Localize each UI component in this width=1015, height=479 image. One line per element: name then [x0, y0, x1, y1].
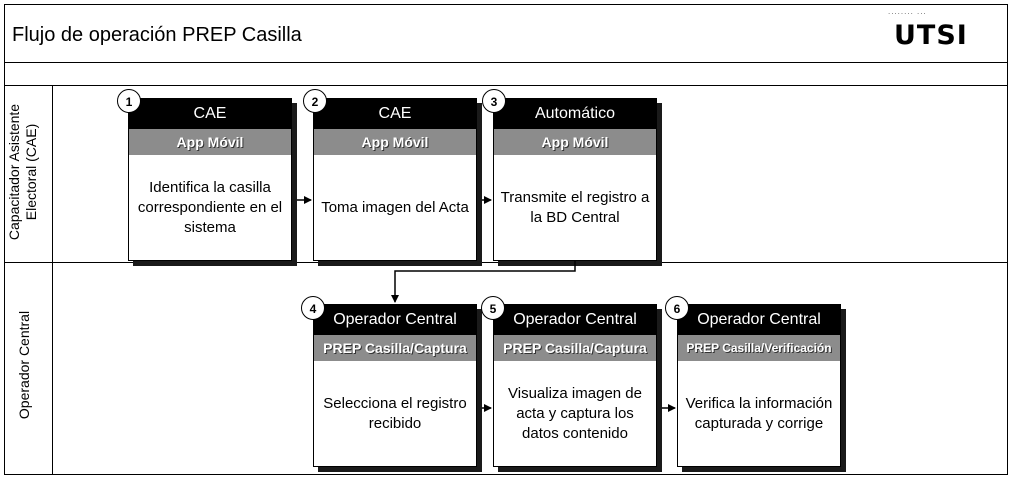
arrow-3-to-4 [391, 261, 576, 303]
step-actor: CAE [314, 99, 476, 129]
step-action: Identifica la casilla correspondiente en… [137, 178, 283, 236]
swimlane-divider [52, 262, 1008, 263]
header-divider [4, 85, 1008, 86]
step-number-badge: 6 [665, 296, 689, 320]
step-actor: Automático [494, 99, 656, 129]
step-number-badge: 3 [482, 89, 506, 113]
step-box-1: CAE App Móvil Identifica la casilla corr… [128, 98, 292, 261]
step-box-2: CAE App Móvil Toma imagen del Acta [313, 98, 477, 261]
step-box-6: Operador Central PREP Casilla/Verificaci… [677, 304, 841, 467]
step-actor: Operador Central [678, 305, 840, 335]
header-band [4, 4, 1008, 63]
step-action: Visualiza imagen de acta y captura los d… [508, 384, 642, 442]
step-number-badge: 4 [301, 296, 325, 320]
step-action: Selecciona el registro recibido [323, 394, 467, 432]
utsi-logo: ········ ··· UTSI [882, 10, 992, 51]
step-number-badge: 1 [117, 89, 141, 113]
step-tool: PREP Casilla/Verificación [678, 335, 840, 361]
step-action: Verifica la información capturada y corr… [685, 394, 833, 432]
step-action: Toma imagen del Acta [321, 198, 469, 216]
swimlane-divider-label [4, 262, 52, 263]
step-tool: App Móvil [314, 129, 476, 155]
step-tool: App Móvil [494, 129, 656, 155]
logo-tagline: ········ ··· [888, 10, 927, 18]
step-box-4: Operador Central PREP Casilla/Captura Se… [313, 304, 477, 467]
lane-label-divider [52, 86, 53, 475]
step-actor: CAE [129, 99, 291, 129]
step-actor: Operador Central [314, 305, 476, 335]
step-action: Transmite el registro a la BD Central [500, 188, 650, 226]
step-box-3: Automático App Móvil Transmite el regist… [493, 98, 657, 261]
step-tool: PREP Casilla/Captura [314, 335, 476, 361]
step-tool: App Móvil [129, 129, 291, 155]
logo-mark: UTSI [894, 20, 968, 51]
step-number-badge: 5 [481, 296, 505, 320]
step-box-5: Operador Central PREP Casilla/Captura Vi… [493, 304, 657, 467]
step-tool: PREP Casilla/Captura [494, 335, 656, 361]
diagram-title: Flujo de operación PREP Casilla [12, 24, 302, 46]
step-actor: Operador Central [494, 305, 656, 335]
step-number-badge: 2 [303, 89, 327, 113]
